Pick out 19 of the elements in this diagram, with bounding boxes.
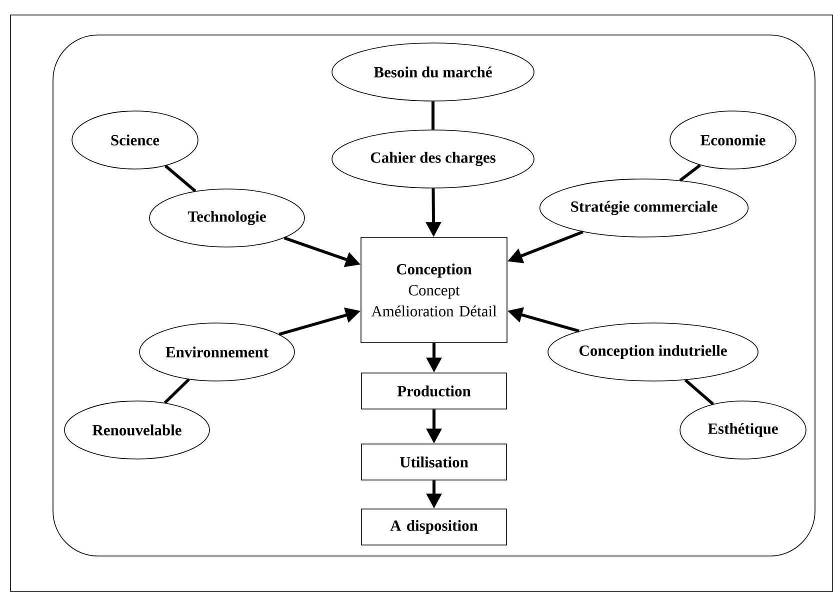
- connector-line: [164, 164, 196, 192]
- ellipse-node: Technologie: [149, 188, 305, 248]
- ellipse-node: Science: [72, 110, 198, 170]
- process-box: A disposition: [361, 508, 507, 546]
- process-box: Utilisation: [361, 444, 507, 480]
- ellipse-node: Economie: [670, 110, 796, 170]
- ellipse-node: Environnement: [139, 322, 295, 382]
- ellipse-node: Conception indutrielle: [548, 322, 758, 382]
- connector-line: [164, 378, 190, 404]
- ellipse-node: Stratégie commerciale: [539, 178, 749, 238]
- connector-line: [432, 101, 434, 130]
- ellipse-node: Cahier des charges: [332, 130, 534, 188]
- connector-line: [679, 164, 702, 182]
- connector-line: [684, 378, 714, 406]
- ellipse-node: Esthétique: [680, 400, 806, 460]
- ellipse-node: Besoin du marché: [332, 42, 534, 102]
- process-box: Conception Concept Amélioration Détail: [360, 237, 508, 343]
- process-box: Production: [361, 372, 507, 410]
- ellipse-node: Renouvelable: [64, 400, 210, 460]
